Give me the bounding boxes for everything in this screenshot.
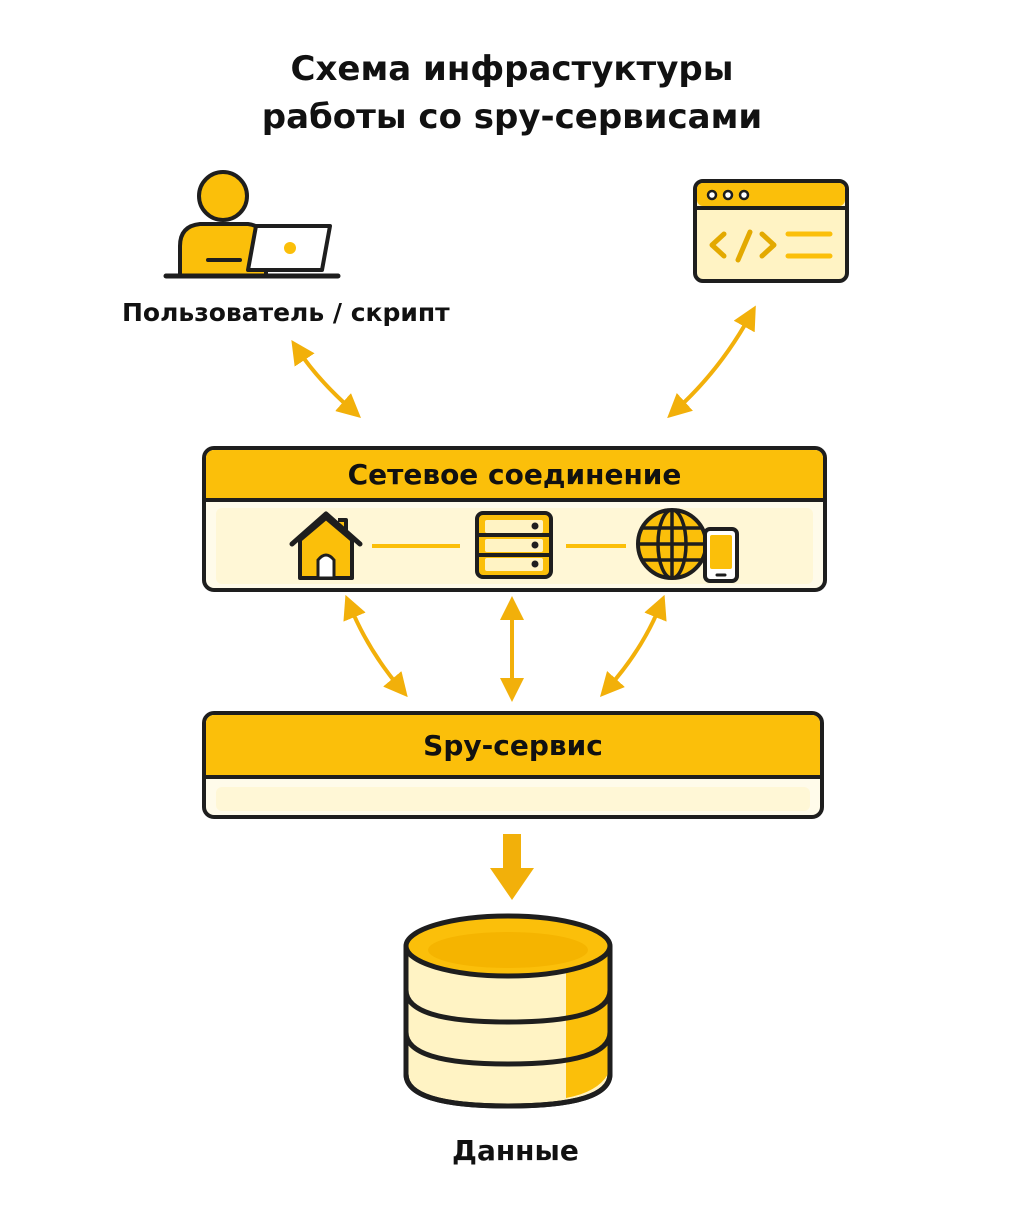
spy-service-title: Spy-сервис: [206, 715, 820, 779]
spy-data-arrow: [490, 834, 534, 900]
user-network-arrow: [291, 340, 361, 418]
network-icons: [372, 544, 626, 548]
database-icon: [403, 913, 613, 1109]
spy-service-panel: Spy-сервис: [202, 711, 824, 819]
network-connection-title: Сетевое соединение: [206, 450, 823, 502]
network-spy-arrow-right: [599, 594, 667, 697]
network-connection-panel: Сетевое соединение: [202, 446, 827, 592]
globe-icon: [636, 508, 708, 580]
data-label: Данные: [452, 1134, 579, 1167]
user-laptop-icon: [163, 170, 341, 279]
diagram-title-line-2: работы со spy-сервисами: [261, 97, 763, 137]
mobile-phone-icon: [703, 527, 739, 583]
network-spy-arrow-left: [343, 594, 408, 698]
user-label: Пользователь / скрипт: [122, 298, 450, 327]
diagram-title-line-1: Схема инфрастуктуры: [290, 49, 734, 89]
browser-network-arrow: [667, 305, 756, 419]
home-icon: [289, 511, 363, 580]
code-browser-window-icon: [693, 179, 849, 283]
server-icon: [475, 511, 553, 579]
